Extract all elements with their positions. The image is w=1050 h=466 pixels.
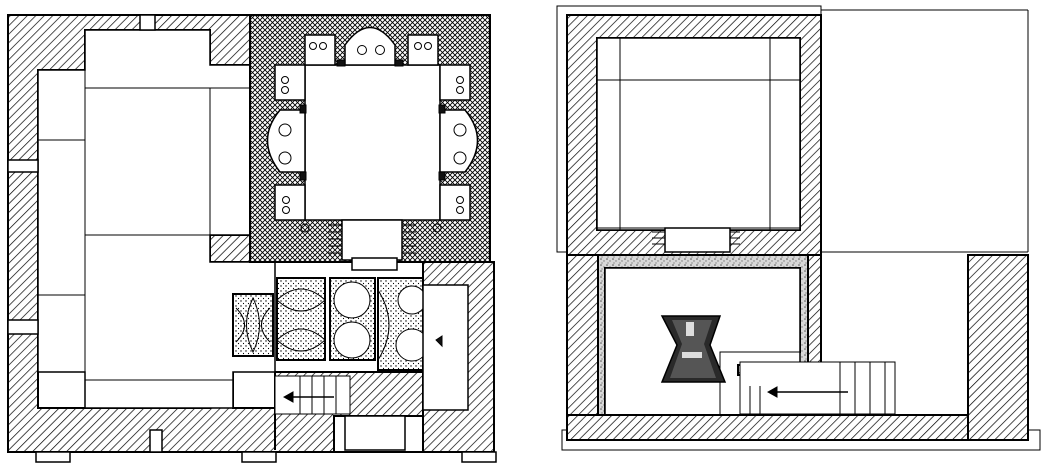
base-foot <box>461 451 497 463</box>
circle-icon <box>456 86 464 94</box>
circle-icon <box>357 45 367 55</box>
chapel-step <box>351 257 398 271</box>
upper-step-lines <box>652 231 740 245</box>
stair-arrow-icon <box>766 386 778 398</box>
left-plan <box>7 14 497 463</box>
circle-icon <box>414 42 422 50</box>
chapel-nave <box>304 64 441 221</box>
chapel-entrance <box>341 219 403 261</box>
base-foot <box>241 451 277 463</box>
window-notch <box>149 429 163 453</box>
circle-icon <box>432 223 442 233</box>
circle-icon <box>375 45 385 55</box>
right-stairs <box>739 361 896 415</box>
east-room <box>422 284 469 411</box>
upper-step <box>664 227 731 253</box>
left-plan-main-hall <box>37 29 276 409</box>
circle-icon <box>453 151 467 165</box>
upper-room <box>596 37 801 231</box>
mosaic-motif <box>397 285 427 315</box>
circle-icon <box>424 42 432 50</box>
mosaic-panel <box>276 277 326 361</box>
pier-bl <box>274 184 306 221</box>
chapel-apse <box>344 26 396 66</box>
circle-icon <box>309 42 317 50</box>
circle-icon <box>453 123 467 137</box>
circle-icon <box>319 42 327 50</box>
wall-accent <box>299 171 307 181</box>
chapel-circles <box>278 42 467 233</box>
circle-icon <box>278 151 292 165</box>
mosaic-motif <box>377 289 390 361</box>
mosaic-panels <box>232 277 429 371</box>
left-hall-lines <box>38 70 250 381</box>
wall-accent <box>438 171 446 181</box>
circle-icon <box>456 196 464 204</box>
circle-icon <box>282 206 290 214</box>
wall-accent <box>438 104 446 114</box>
wall-accent <box>336 59 346 67</box>
circle-icon <box>456 76 464 84</box>
right-east-wall <box>967 254 1029 441</box>
pillar-icon <box>435 335 443 348</box>
circle-icon <box>456 206 464 214</box>
circle-icon <box>281 86 289 94</box>
wall-accent <box>299 104 307 114</box>
mosaic-motif <box>333 281 371 319</box>
wall-accent <box>394 59 404 67</box>
right-plan <box>556 5 1041 451</box>
pier-br <box>439 184 471 221</box>
right-lower-hatch <box>566 254 599 431</box>
mosaic-motif <box>276 288 326 352</box>
pier-tr <box>439 64 471 101</box>
mosaic-motif <box>333 321 371 359</box>
window-notch <box>7 159 39 173</box>
chapel-niche-left <box>266 109 306 173</box>
right-bottom-wall <box>566 414 1029 441</box>
chapel-niche-right <box>439 109 479 173</box>
mosaic-panel <box>232 293 274 357</box>
circle-icon <box>282 196 290 204</box>
window-notch <box>7 319 39 335</box>
mosaic-motif <box>235 296 271 354</box>
left-stairs <box>274 375 351 415</box>
south-entrance <box>344 415 406 451</box>
stair-arrow-icon <box>282 391 294 403</box>
circle-icon <box>278 123 292 137</box>
pier-tl <box>274 64 306 101</box>
chapel-entrance-columns <box>328 224 416 254</box>
base-foot <box>35 451 71 463</box>
pier-top-left-box <box>304 34 336 66</box>
pier-top-right-box <box>407 34 439 66</box>
window-notch <box>139 14 156 31</box>
circle-icon <box>281 76 289 84</box>
circle-icon <box>300 223 310 233</box>
